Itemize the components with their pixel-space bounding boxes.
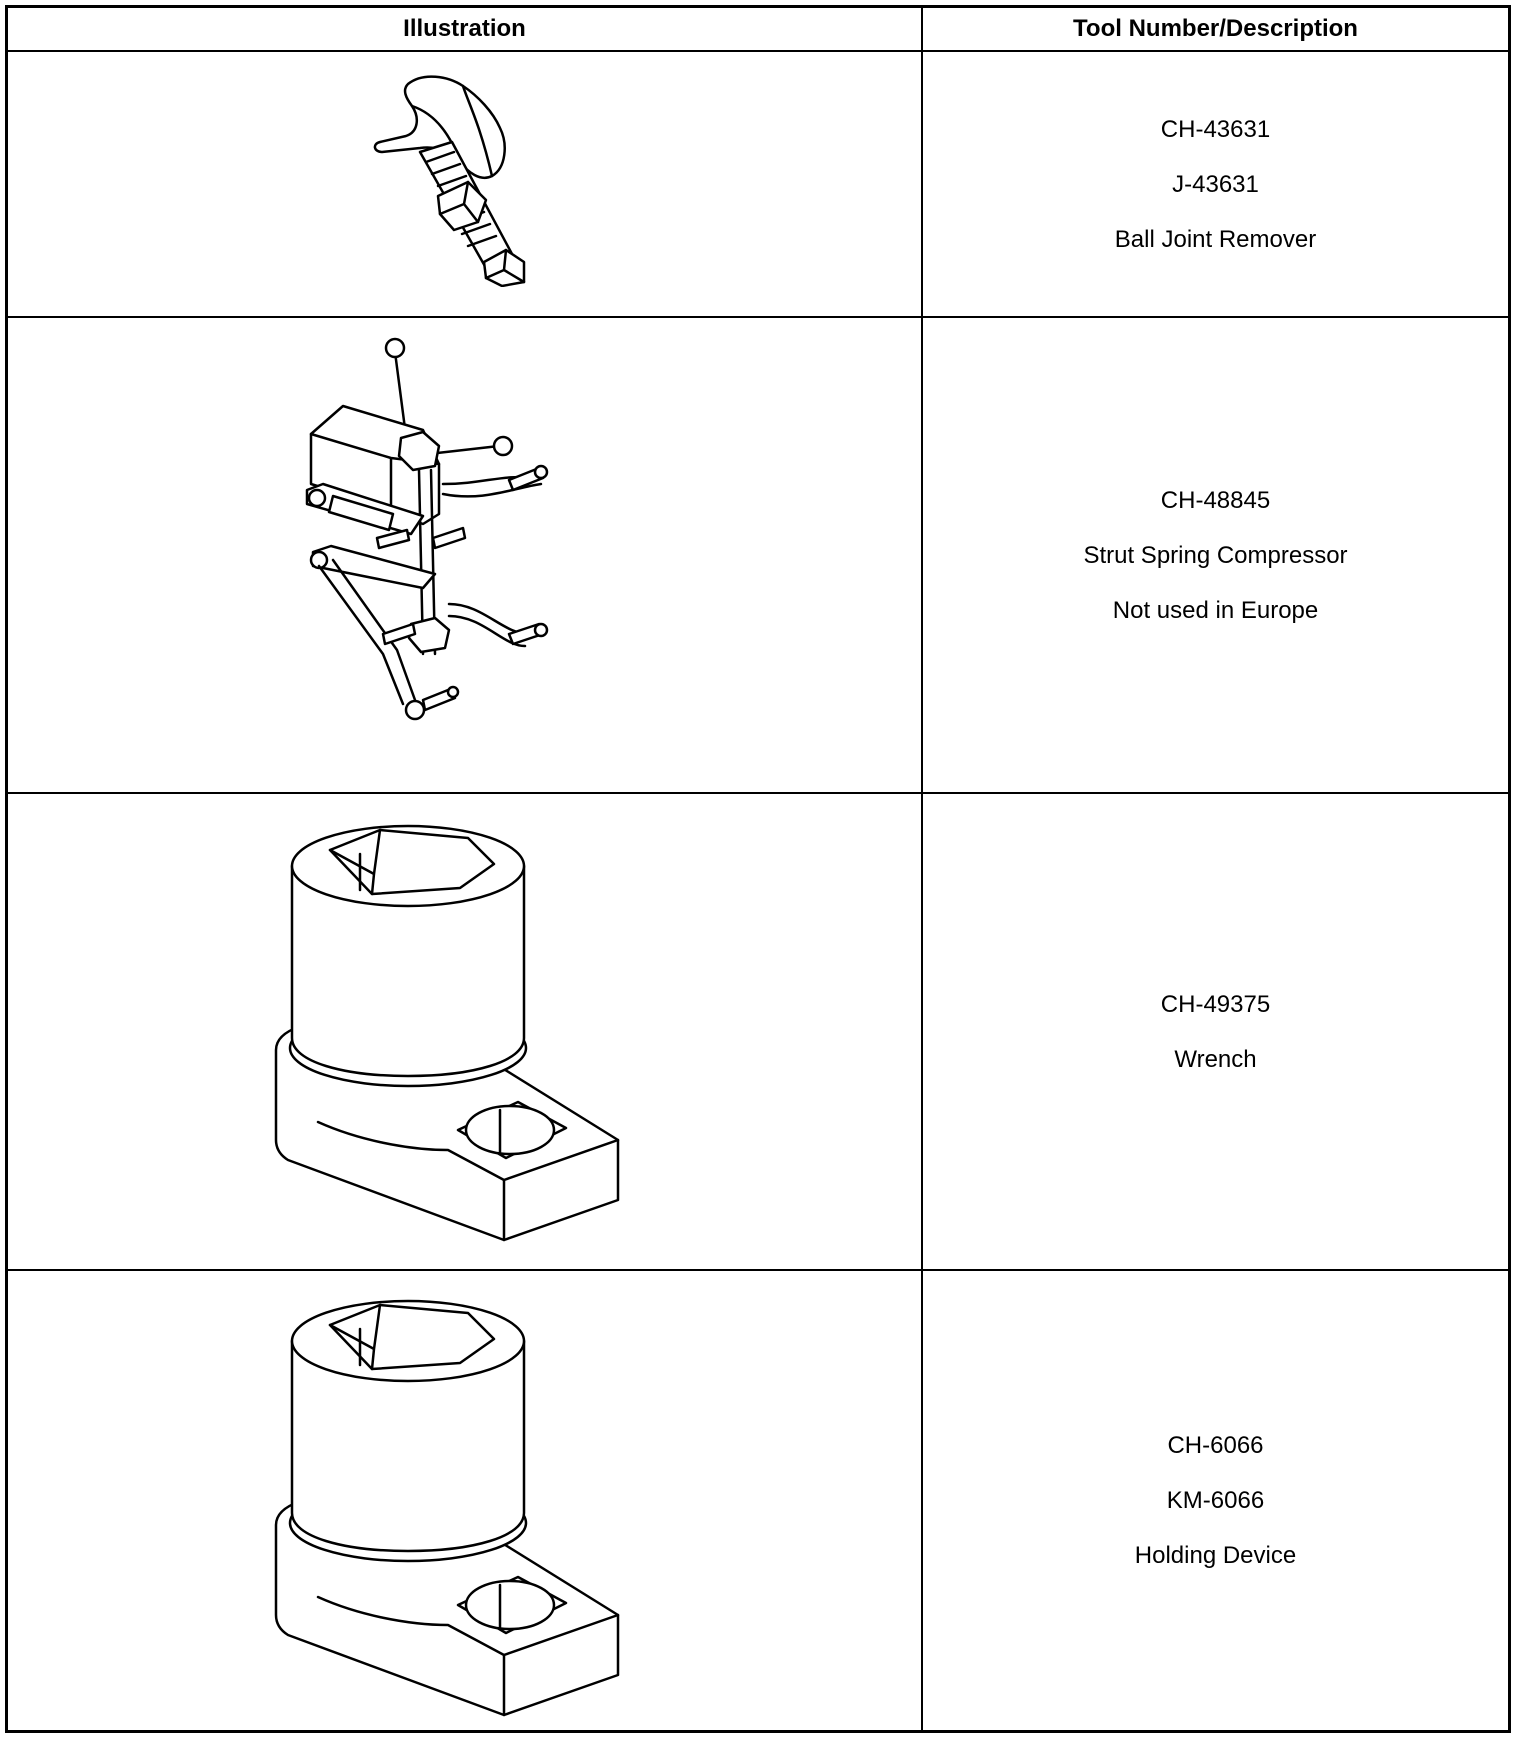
tool-table: Illustration Tool Number/Description bbox=[5, 5, 1511, 1733]
ball-joint-remover-illustration bbox=[373, 75, 526, 287]
tool-name: Strut Spring Compressor bbox=[1083, 541, 1348, 569]
illustration-cell bbox=[8, 52, 921, 316]
table-row: CH-49375 Wrench bbox=[8, 794, 1508, 1271]
illustration-cell bbox=[8, 318, 921, 792]
tool-number: CH-43631 bbox=[1160, 115, 1271, 143]
wrench-illustration bbox=[274, 824, 620, 1242]
header-tool-description: Tool Number/Description bbox=[1073, 15, 1358, 42]
table-row: CH-6066 KM-6066 Holding Device bbox=[8, 1271, 1508, 1730]
tool-number: CH-48845 bbox=[1160, 486, 1271, 514]
tool-name: Wrench bbox=[1174, 1045, 1257, 1073]
table-row: CH-43631 J-43631 Ball Joint Remover bbox=[8, 52, 1508, 318]
column-divider bbox=[921, 8, 923, 1730]
tool-description-cell: CH-48845 Strut Spring Compressor Not use… bbox=[923, 318, 1508, 792]
tool-description-cell: CH-43631 J-43631 Ball Joint Remover bbox=[923, 52, 1508, 316]
tool-description-cell: CH-49375 Wrench bbox=[923, 794, 1508, 1269]
table-header: Illustration Tool Number/Description bbox=[8, 8, 1508, 52]
tool-number: CH-6066 bbox=[1167, 1432, 1264, 1459]
header-illustration: Illustration bbox=[403, 15, 526, 42]
tool-note: Not used in Europe bbox=[1112, 596, 1319, 624]
tool-number-alt: KM-6066 bbox=[1166, 1487, 1265, 1514]
tool-description-cell: CH-6066 KM-6066 Holding Device bbox=[923, 1271, 1508, 1730]
illustration-cell bbox=[8, 1271, 921, 1730]
illustration-cell bbox=[8, 794, 921, 1269]
tool-number-alt: J-43631 bbox=[1172, 170, 1259, 198]
strut-spring-compressor-illustration bbox=[305, 337, 549, 721]
holding-device-illustration bbox=[274, 1299, 620, 1717]
table-row: CH-48845 Strut Spring Compressor Not use… bbox=[8, 318, 1508, 794]
tool-name: Holding Device bbox=[1134, 1542, 1297, 1569]
tool-name: Ball Joint Remover bbox=[1114, 225, 1317, 253]
tool-number: CH-49375 bbox=[1160, 990, 1271, 1018]
